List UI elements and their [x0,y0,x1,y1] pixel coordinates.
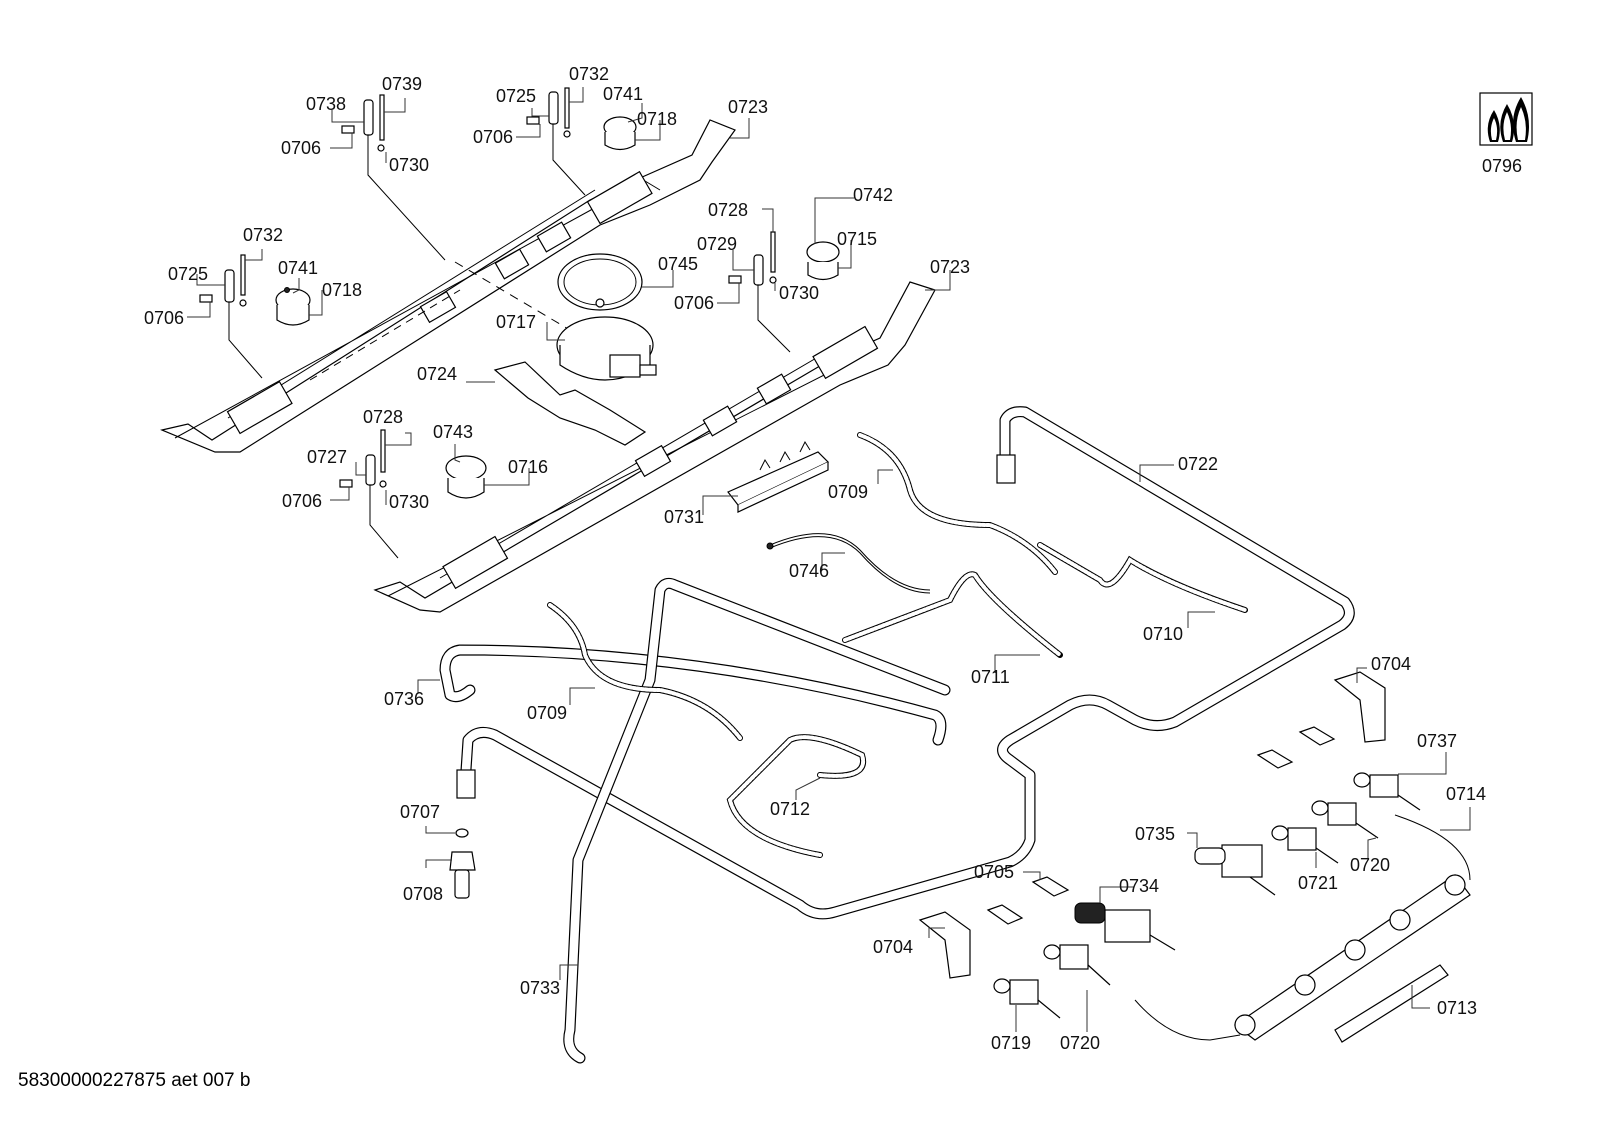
burner-0716[interactable] [445,455,487,499]
callout-0709[interactable]: 0709 [828,482,869,502]
callout-0722[interactable]: 0722 [1178,454,1219,474]
flexible-hose-0709-top[interactable] [857,432,1058,575]
burner-0718-mid[interactable] [603,116,637,151]
callout-0741[interactable]: 0741 [603,84,644,104]
callout-0732[interactable]: 0732 [243,225,284,245]
callout-0720[interactable]: 0720 [1060,1033,1101,1053]
callout-0709[interactable]: 0709 [527,703,568,723]
callout-0742[interactable]: 0742 [853,185,894,205]
callout-0720[interactable]: 0720 [1350,855,1391,875]
gas-valve-0721[interactable] [1271,825,1339,864]
callout-0710[interactable]: 0710 [1143,624,1184,644]
callout-0715[interactable]: 0715 [837,229,878,249]
callout-0706[interactable]: 0706 [473,127,514,147]
callout-0730[interactable]: 0730 [389,492,430,512]
callout-0719[interactable]: 0719 [991,1033,1032,1053]
flexible-hose-0712[interactable] [726,734,867,858]
electrode-set-0725-mid[interactable] [526,87,586,196]
mounting-rail-upper[interactable] [160,119,736,453]
callout-0707[interactable]: 0707 [400,802,441,822]
callout-0723[interactable]: 0723 [728,97,769,117]
callout-0705[interactable]: 0705 [974,862,1015,882]
callout-0718[interactable]: 0718 [637,109,678,129]
callout-0706[interactable]: 0706 [144,308,185,328]
gas-valve-0720-right[interactable] [1311,800,1379,839]
electrode-set-0725-left[interactable] [199,254,263,379]
callout-0733[interactable]: 0733 [520,978,561,998]
flexible-hose-0710[interactable] [1037,542,1248,613]
flexible-hose-0711[interactable] [842,571,1063,658]
callout-0724[interactable]: 0724 [417,364,458,384]
gas-valve-0737[interactable] [1353,772,1421,811]
callout-0706[interactable]: 0706 [282,491,323,511]
switch-bracket-left[interactable] [918,911,971,979]
callout-0736[interactable]: 0736 [384,689,425,709]
legend-label-0796[interactable]: 0796 [1482,156,1523,176]
gas-valve-0735[interactable] [1194,844,1276,896]
burner-0718-left[interactable] [275,287,311,326]
callout-0738[interactable]: 0738 [306,94,347,114]
ignition-switch-harness[interactable] [1134,814,1471,1041]
gas-valve-0720-bottom[interactable] [1043,944,1111,986]
callout-0728[interactable]: 0728 [363,407,404,427]
callout-0717[interactable]: 0717 [496,312,537,332]
gas-valve-0719[interactable] [993,978,1061,1019]
callout-0734[interactable]: 0734 [1119,876,1160,896]
callout-0730[interactable]: 0730 [389,155,430,175]
callout-0735[interactable]: 0735 [1135,824,1176,844]
callout-0729[interactable]: 0729 [697,234,738,254]
gas-pipe-0733[interactable] [563,577,951,1064]
callout-0730[interactable]: 0730 [779,283,820,303]
callout-0725[interactable]: 0725 [496,86,537,106]
callout-0704[interactable]: 0704 [1371,654,1412,674]
burner-0715[interactable] [806,241,840,281]
switch-bracket-right[interactable] [1333,671,1386,743]
seal-washer[interactable] [455,828,469,838]
ignition-module[interactable] [727,440,830,513]
wok-burner-ring[interactable] [557,253,643,311]
callout-0732[interactable]: 0732 [569,64,610,84]
callout-0718[interactable]: 0718 [322,280,363,300]
callout-0711[interactable]: 0711 [971,667,1010,687]
gas-pipe-0736[interactable] [439,644,947,746]
callout-0731[interactable]: 0731 [664,507,705,527]
callout-0728[interactable]: 0728 [708,200,749,220]
callout-0727[interactable]: 0727 [307,447,348,467]
gas-manifold-pipe[interactable] [456,406,1355,920]
callout-0716[interactable]: 0716 [508,457,549,477]
callout-0708[interactable]: 0708 [403,884,444,904]
mounting-rail-lower[interactable] [373,281,936,613]
callout-0706[interactable]: 0706 [674,293,715,313]
callout-0739[interactable]: 0739 [382,74,423,94]
callout-0713[interactable]: 0713 [1437,998,1478,1018]
callout-0741[interactable]: 0741 [278,258,319,278]
callout-0745[interactable]: 0745 [658,254,699,274]
callout-0746[interactable]: 0746 [789,561,830,581]
callout-0704[interactable]: 0704 [873,937,914,957]
callout-0725[interactable]: 0725 [168,264,209,284]
flexible-hose-0709-bottom[interactable] [547,602,743,741]
bracket[interactable] [493,361,647,446]
gas-valve-0734[interactable] [1074,902,1176,951]
hose-0746[interactable] [766,533,931,594]
callout-0712[interactable]: 0712 [770,799,811,819]
clip-set[interactable] [986,726,1336,925]
callout-0706[interactable]: 0706 [281,138,322,158]
wok-burner-housing[interactable] [556,316,657,381]
gas-inlet-connector[interactable] [449,851,476,899]
gas-flames-icon [1479,92,1533,146]
leader-lines [187,87,1471,1032]
callout-0737[interactable]: 0737 [1417,731,1458,751]
callout-0714[interactable]: 0714 [1446,784,1487,804]
cover-strip[interactable] [1334,964,1449,1043]
electrode-set-0727[interactable] [339,429,399,559]
callout-0723[interactable]: 0723 [930,257,971,277]
callout-0721[interactable]: 0721 [1298,873,1339,893]
callout-0743[interactable]: 0743 [433,422,474,442]
document-id: 58300000227875 aet 007 b [18,1070,251,1091]
electrode-set-0738[interactable] [341,94,446,261]
